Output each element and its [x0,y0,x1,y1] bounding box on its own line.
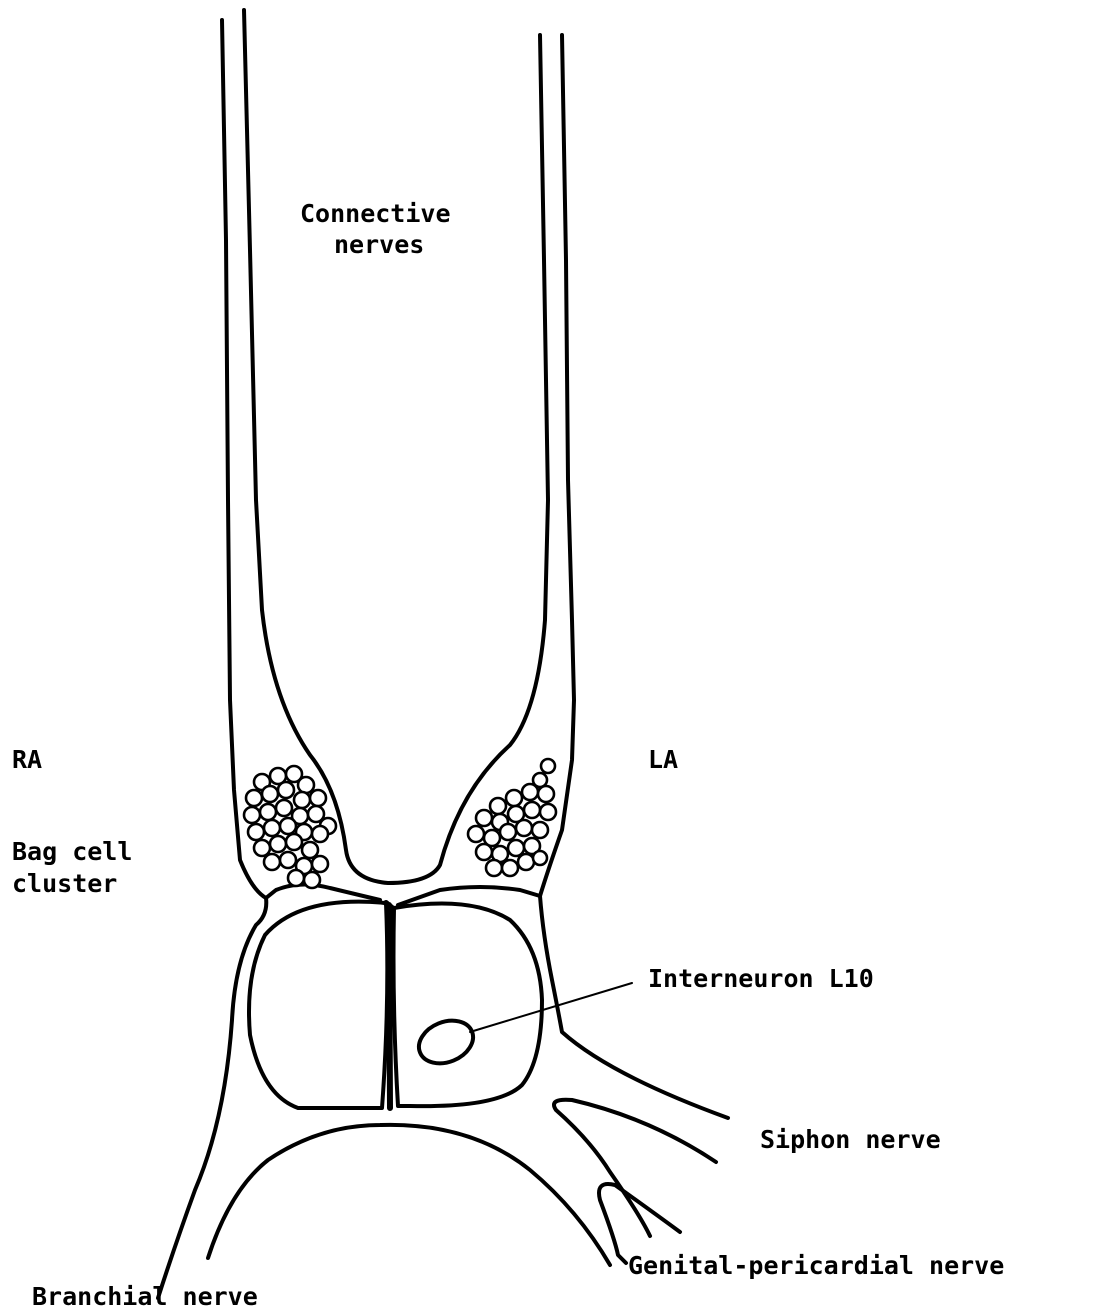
connective-nerves-label-line2: nerves [334,230,424,259]
ganglion-lower-left-edge [398,887,540,905]
la-label: LA [648,745,678,774]
midline-septum [386,903,392,1108]
left-hemiganglion [394,904,543,1107]
siphon-nerve [554,1100,716,1236]
bag-cell-cluster-right [244,766,336,888]
ra-label: RA [12,745,42,774]
siphon-nerve-label: Siphon nerve [760,1125,941,1154]
right-hemiganglion [249,902,387,1108]
connective-nerve-left-outer [540,35,728,1118]
genital-pericardial-nerve-label: Genital-pericardial nerve [628,1251,1004,1280]
connective-nerves-label-line1: Connective [300,199,451,228]
branchial-nerve-label: Branchial nerve [32,1282,258,1311]
interneuron-l10-pointer [470,983,632,1032]
interneuron-l10-cell [413,1013,480,1071]
ganglion-lower-right-edge [266,884,380,900]
interneuron-l10-label: Interneuron L10 [648,964,874,993]
bag-cell-label-line2: cluster [12,869,117,898]
branchial-nerve-arc [208,1125,610,1265]
connective-nerve-inner [244,10,548,883]
bag-cell-label-line1: Bag cell [12,837,132,866]
